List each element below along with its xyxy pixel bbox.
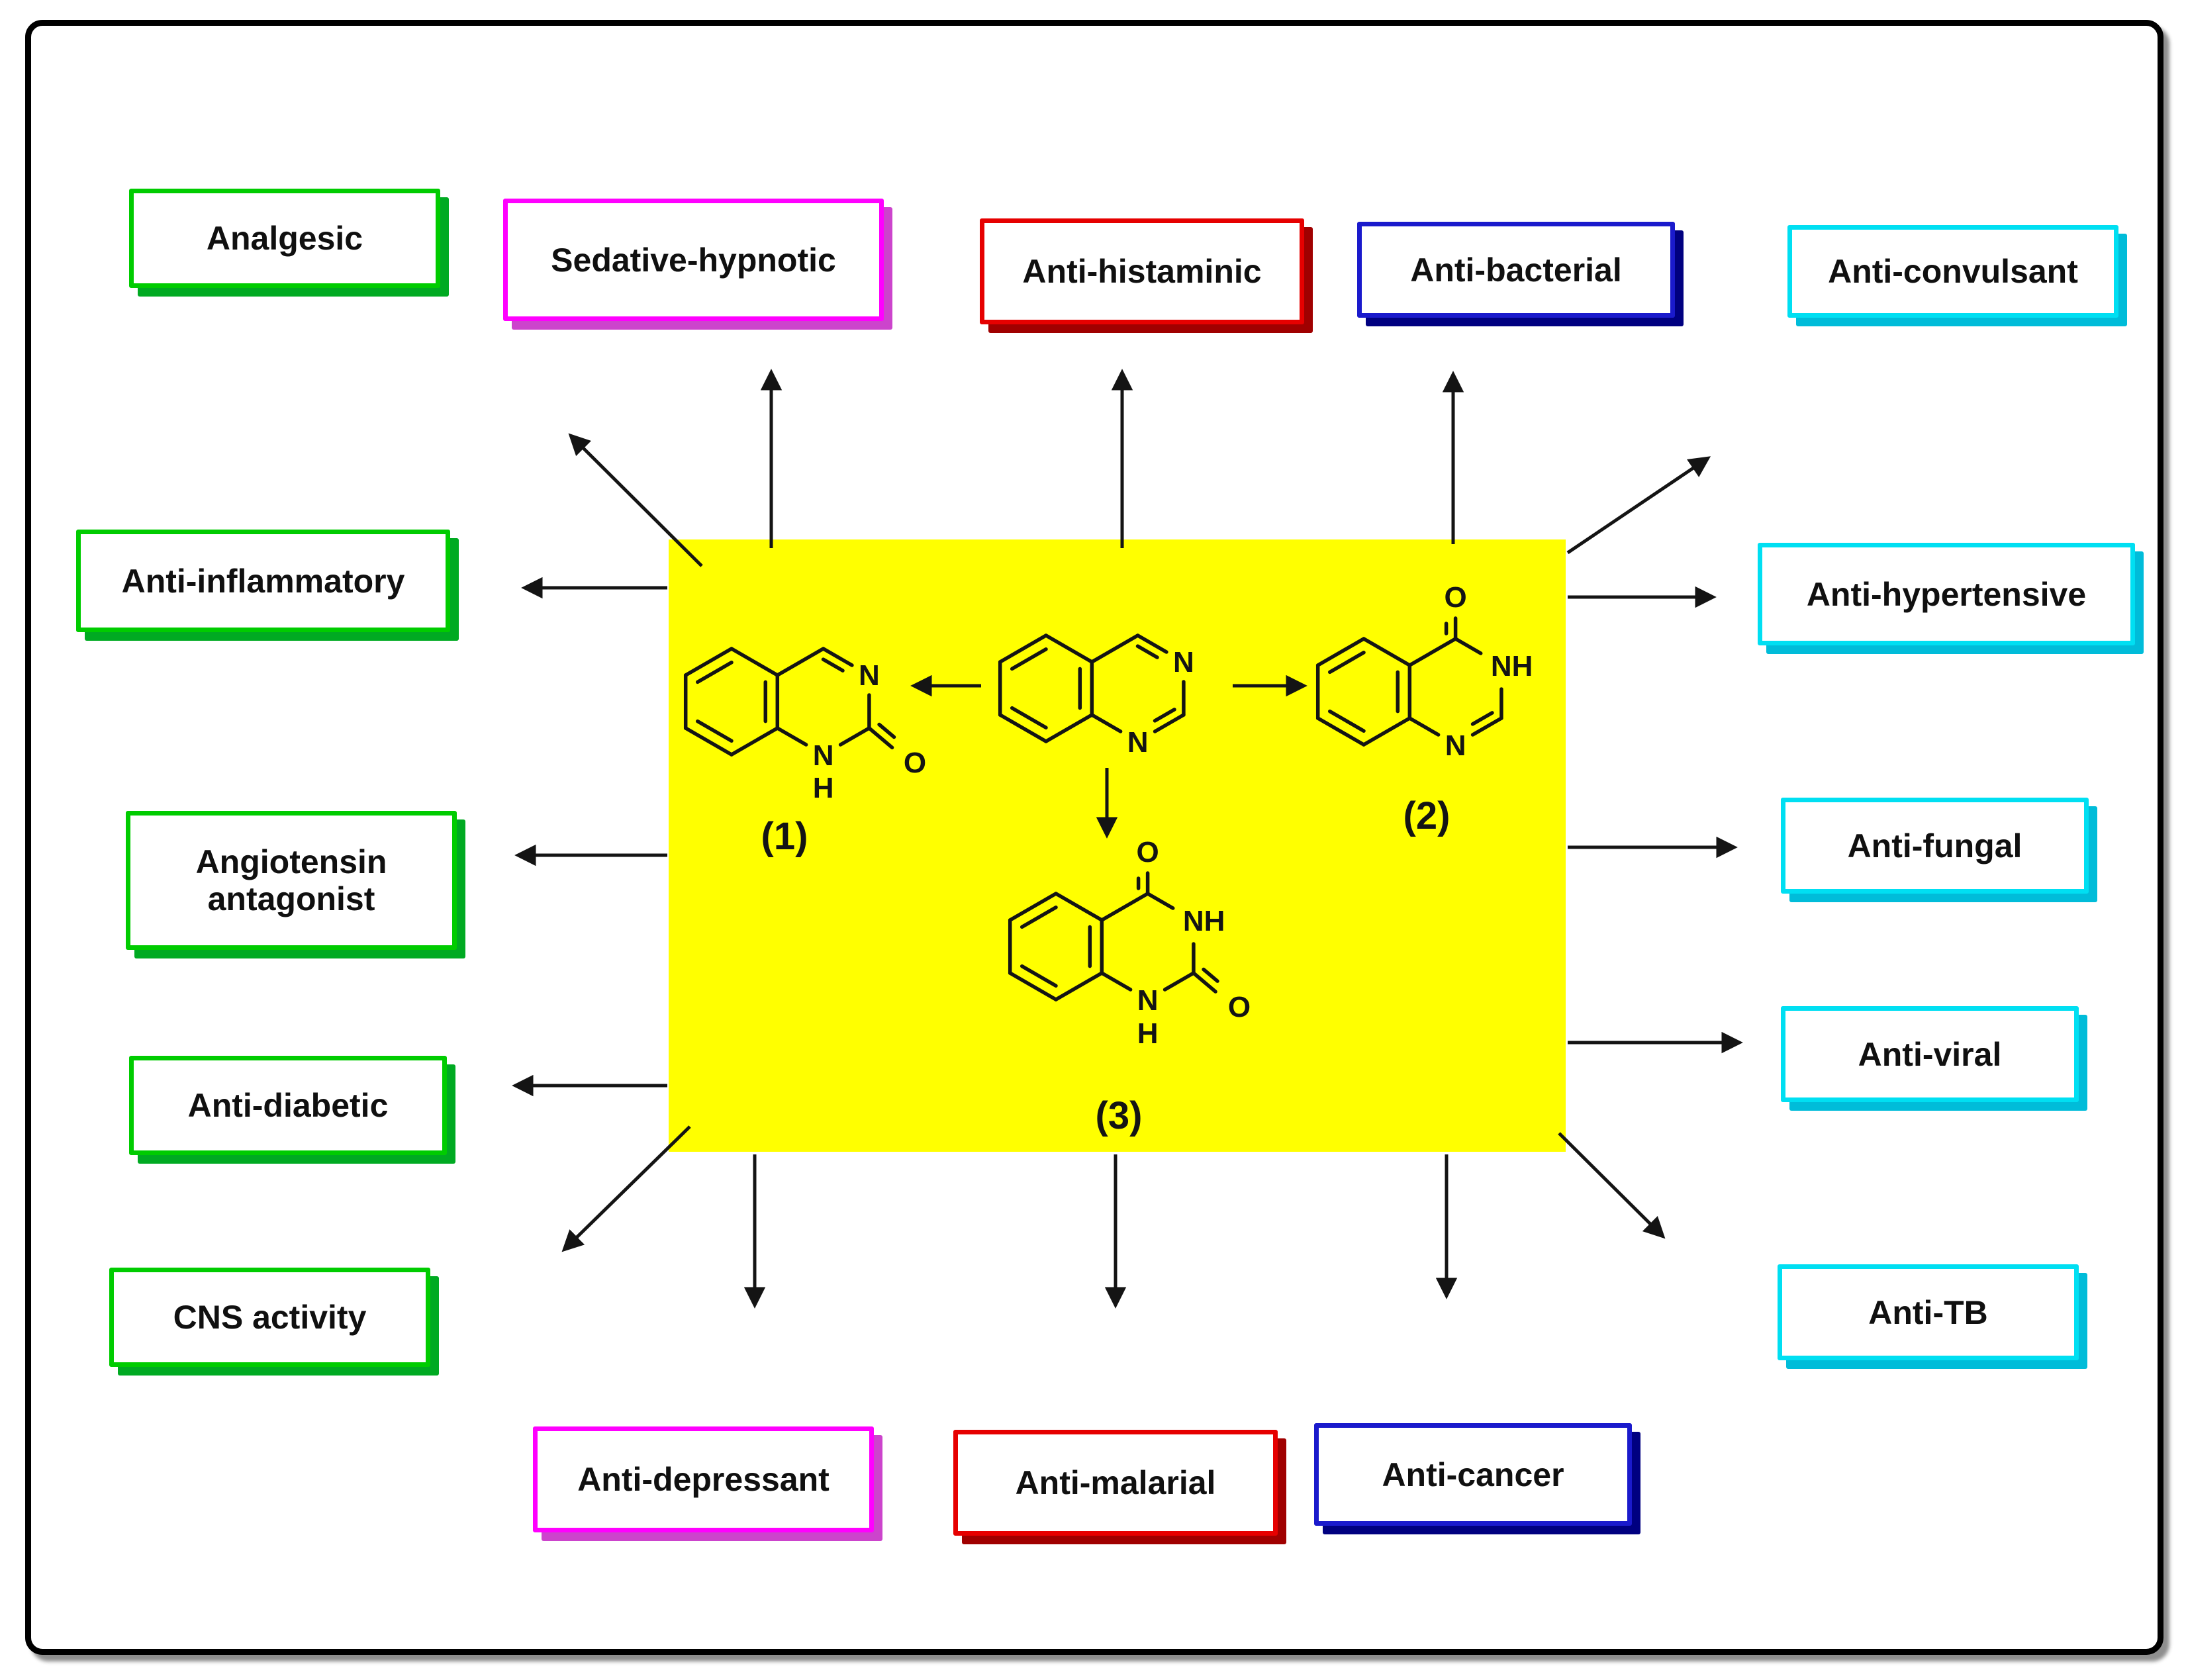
label-analgesic: Analgesic [129,189,440,288]
label-anti-hypertensive: Anti-hypertensive [1758,543,2135,645]
label-angiotensin-antagonist: Angiotensin antagonist [126,811,457,950]
label-anti-convulsant: Anti-convulsant [1787,225,2118,318]
label-anti-viral: Anti-viral [1781,1006,2079,1102]
label-anti-depressant: Anti-depressant [533,1426,874,1532]
label-anti-diabetic: Anti-diabetic [129,1056,447,1155]
label-sedative-hypnotic: Sedative-hypnotic [503,199,884,321]
label-anti-inflammatory: Anti-inflammatory [76,530,450,632]
central-structures-panel [669,539,1566,1152]
label-anti-bacterial: Anti-bacterial [1357,222,1675,318]
label-anti-malarial: Anti-malarial [953,1430,1278,1536]
label-anti-fungal: Anti-fungal [1781,798,2089,894]
outer-frame [25,20,2163,1655]
label-anti-histaminic: Anti-histaminic [980,218,1304,324]
label-anti-cancer: Anti-cancer [1314,1423,1632,1526]
label-cns-activity: CNS activity [109,1268,430,1367]
label-anti-tb: Anti-TB [1778,1264,2079,1360]
